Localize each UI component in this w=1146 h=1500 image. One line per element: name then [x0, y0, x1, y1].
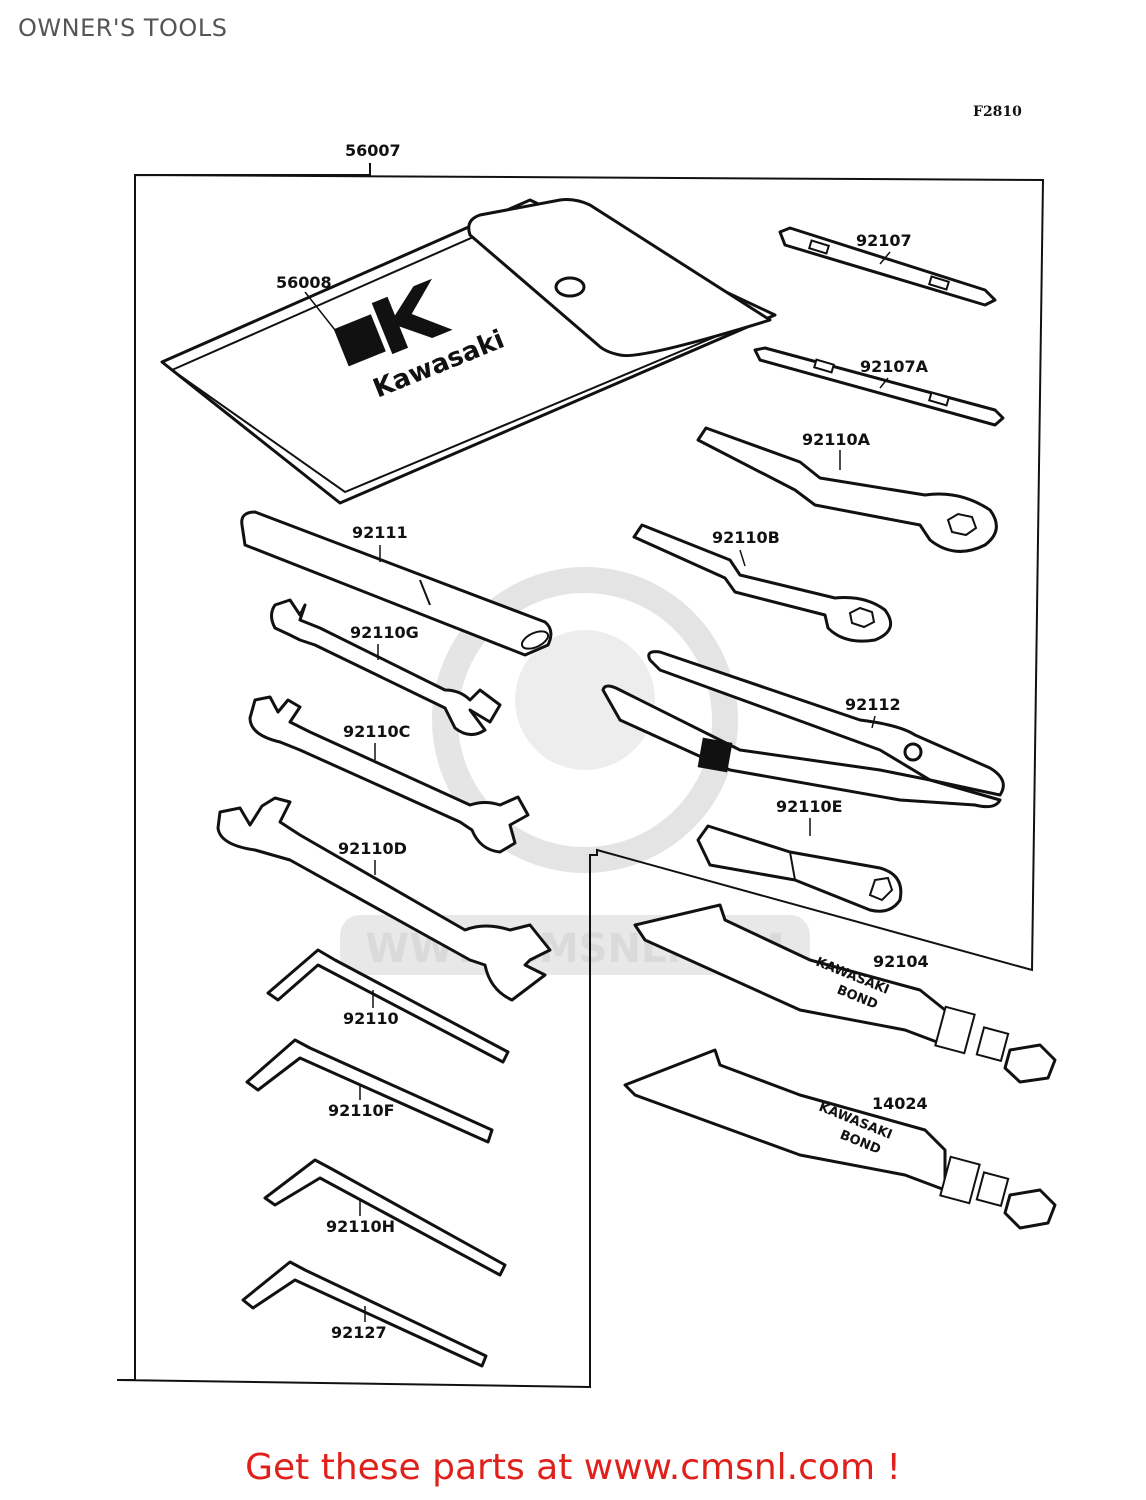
hex-key-92110h	[263, 1158, 507, 1277]
part-label-92110g: 92110G	[350, 623, 419, 642]
pliers-92112	[601, 650, 1005, 809]
hex-key-92127	[241, 1260, 488, 1368]
screwdriver-92107a	[753, 346, 1005, 427]
part-label-92110d: 92110D	[338, 839, 407, 858]
box-wrench-92110a	[696, 426, 998, 553]
open-wrench-92110c	[248, 695, 530, 854]
hex-key-92110f	[245, 1038, 494, 1144]
part-label-56008: 56008	[276, 273, 332, 292]
part-label-92127: 92127	[331, 1323, 387, 1342]
part-label-14024: 14024	[872, 1094, 928, 1113]
owners-tools-diagram: WWW.CMSNL.COM F2810 56007 Kawasaki 56008…	[116, 104, 1057, 1389]
box-wrench-92110b	[632, 523, 893, 643]
part-label-92112: 92112	[845, 695, 901, 714]
screwdriver-92107	[778, 226, 997, 307]
tool-pouch-56008: Kawasaki	[160, 198, 777, 505]
part-label-92111: 92111	[352, 523, 408, 542]
part-label-92110: 92110	[343, 1009, 399, 1028]
part-label-92110f: 92110F	[328, 1101, 395, 1120]
part-label-92110h: 92110H	[326, 1217, 395, 1236]
open-wrench-92110d	[216, 796, 552, 1002]
part-label-92107a: 92107A	[860, 357, 929, 376]
part-label-92107: 92107	[856, 231, 912, 250]
part-label-92110e: 92110E	[776, 797, 843, 816]
extension-handle-92111	[240, 510, 553, 657]
part-label-92110a: 92110A	[802, 430, 871, 449]
kit-bracket	[116, 163, 1045, 1389]
part-label-92104: 92104	[873, 952, 929, 971]
promo-link[interactable]: Get these parts at www.cmsnl.com !	[245, 1447, 901, 1488]
part-label-92110c: 92110C	[343, 722, 410, 741]
part-label-56007: 56007	[345, 141, 401, 160]
part-label-92110b: 92110B	[712, 528, 780, 547]
spark-plug-wrench-92110e	[696, 824, 903, 913]
figure-code: F2810	[973, 104, 1022, 120]
hex-key-92110	[266, 948, 510, 1064]
open-wrench-92110g	[270, 598, 502, 736]
page-title: OWNER'S TOOLS	[18, 14, 228, 42]
bond-tube-14024: KAWASAKI BOND	[623, 1048, 1057, 1230]
bond-tube-92104: KAWASAKI BOND	[633, 903, 1057, 1084]
